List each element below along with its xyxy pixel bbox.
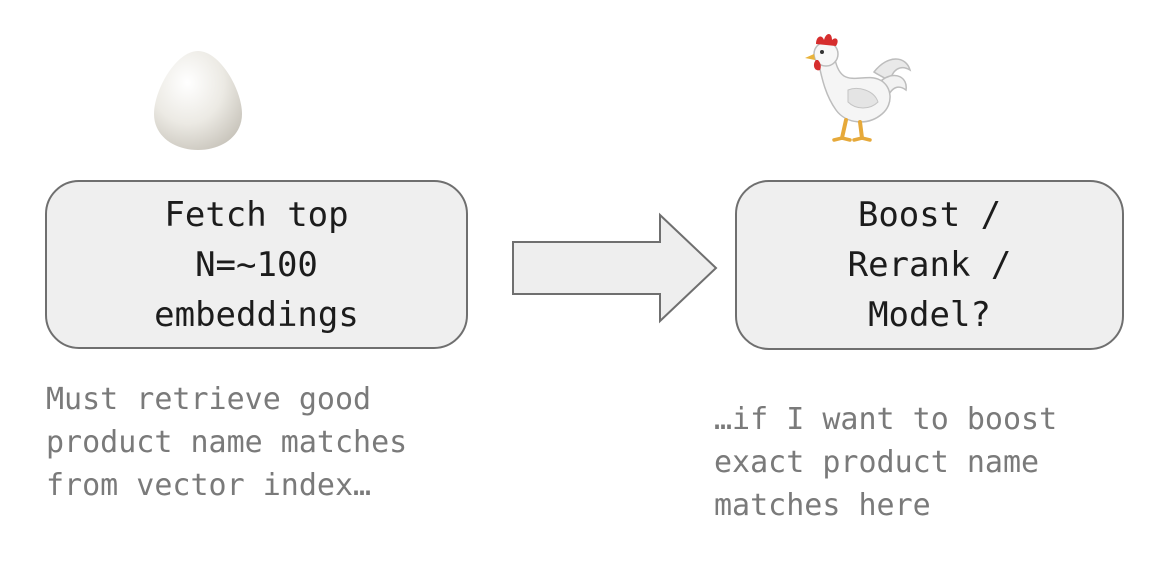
fetch-embeddings-label: Fetch top N=~100 embeddings (154, 194, 359, 335)
retrieval-caption: Must retrieve good product name matches … (46, 382, 408, 503)
boost-rerank-box: Boost / Rerank / Model? (735, 180, 1124, 350)
right-arrow-icon (512, 212, 718, 324)
chicken-icon (805, 34, 912, 142)
boost-caption: …if I want to boost exact product name m… (714, 402, 1058, 523)
egg-icon (154, 51, 242, 150)
boost-rerank-label: Boost / Rerank / Model? (847, 195, 1012, 335)
fetch-embeddings-box: Fetch top N=~100 embeddings (45, 180, 468, 349)
